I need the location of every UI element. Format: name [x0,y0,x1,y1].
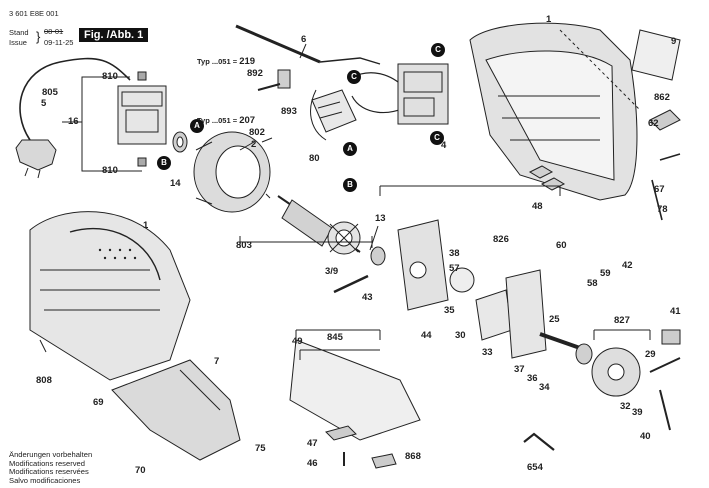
part-label: 16 [68,116,79,127]
part-label: 36 [527,373,538,384]
part-label: 33 [482,347,493,358]
part-label: 57 [449,263,460,274]
part-label: 78 [657,204,668,215]
part-label: 67 [654,184,665,195]
part-label: 810 [102,71,118,82]
part-label: 59 [600,268,611,279]
part-label: 3/9 [325,266,339,277]
part-label: 827 [614,315,630,326]
part-label: 41 [670,306,681,317]
part-label: 39 [632,407,643,418]
part-label: 44 [421,330,432,341]
marker-b-2: B [343,178,357,192]
part-label: 75 [255,443,266,454]
part-label: 654 [527,462,543,473]
part-label: 808 [36,375,52,386]
date-brace: } [36,29,41,44]
date-new: 09-11-25 [44,38,74,47]
part-label: 5 [41,98,47,109]
part-label: 47 [307,438,318,449]
part-label: 29 [645,349,656,360]
part-label: 7 [214,356,220,367]
modifications-notice: Änderungen vorbehalten Modifications res… [9,450,93,485]
part-label: 1 [143,220,149,231]
part-label: 826 [493,234,509,245]
part-label: 1 [546,14,552,25]
part-label: 38 [449,248,460,259]
marker-a-1: A [190,119,204,133]
part-label: 40 [640,431,651,442]
issue-label: Issue [9,38,27,47]
part-label: 805 [42,87,58,98]
part-label: 9 [671,36,677,47]
part-label: 48 [532,201,543,212]
part-label: 32 [620,401,631,412]
part-label: 13 [375,213,386,224]
part-label: 46 [307,458,318,469]
part-label: 25 [549,314,560,325]
part-label: 862 [654,92,670,103]
marker-a-2: A [343,142,357,156]
doc-number: 3 601 E8E 001 [9,9,59,18]
part-label: 30 [455,330,466,341]
part-label: 42 [622,260,633,271]
figure-label: Fig. /Abb. 1 [79,28,149,42]
date-old: 08-01 [44,27,64,36]
marker-c-1: C [431,43,445,57]
part-label: 37 [514,364,525,375]
part-label: 34 [539,382,550,393]
part-label: 810 [102,165,118,176]
stand-label: Stand [9,28,29,37]
marker-c-3: C [430,131,444,145]
part-label: 35 [444,305,455,316]
part-label: 69 [93,397,104,408]
part-label: 845 [327,332,343,343]
part-label: 6 [301,34,307,45]
marker-c-2: C [347,70,361,84]
type-range-1: Typ ...051 = 219 [197,56,256,67]
part-label: 803 [236,240,252,251]
marker-b-1: B [157,156,171,170]
part-label: 802 [249,127,265,138]
part-label: 80 [309,153,320,164]
part-label: 4 [441,140,447,151]
part-label: 868 [405,451,421,462]
part-label: 893 [281,106,297,117]
part-label: 2 [251,139,257,150]
part-label: 62 [648,118,659,129]
part-label: 14 [170,178,181,189]
part-label: 43 [362,292,373,303]
part-label: 58 [587,278,598,289]
part-label: 892 [247,68,263,79]
part-label: 49 [292,336,303,347]
part-label: 70 [135,465,146,476]
type-range-2: Typ ...051 = 207 [197,115,256,126]
part-label: 60 [556,240,567,251]
